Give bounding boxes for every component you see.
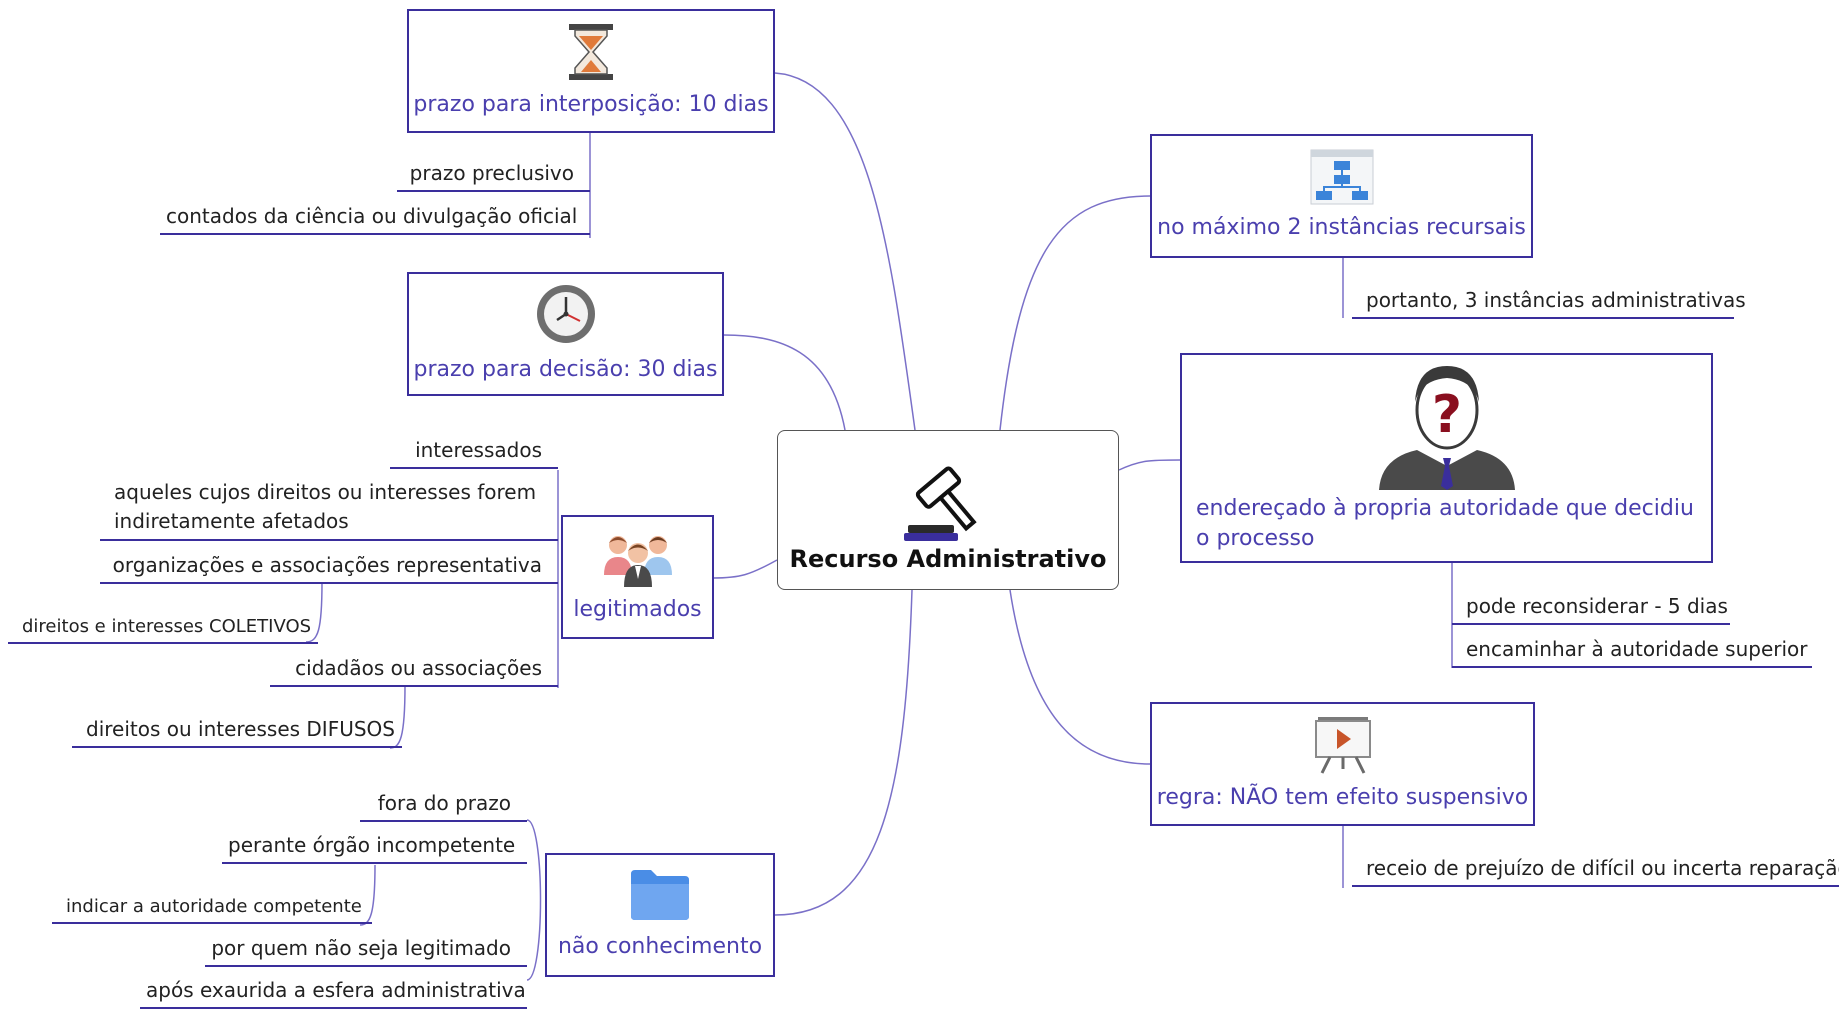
leaf-fora-prazo[interactable]: fora do prazo <box>360 790 527 822</box>
hourglass-icon <box>569 24 613 81</box>
org-chart-icon <box>1310 149 1373 205</box>
leaf-autoridade-superior[interactable]: encaminhar à autoridade superior <box>1452 636 1812 668</box>
topic-legitimados[interactable]: legitimados <box>561 515 714 639</box>
topic-nao-conhecimento[interactable]: não conhecimento <box>545 853 775 977</box>
topic-enderecado[interactable]: ? endereçado à propria autoridade que de… <box>1180 353 1713 563</box>
leaf-exaurida[interactable]: após exaurida a esfera administrativa <box>140 977 527 1009</box>
connector-competente <box>359 864 376 926</box>
leaf-contados-ciencia[interactable]: contados da ciência ou divulgação oficia… <box>160 203 590 235</box>
topic-label: não conhecimento <box>557 934 763 960</box>
leaf-prazo-preclusivo[interactable]: prazo preclusivo <box>397 160 590 192</box>
topic-regra[interactable]: regra: NÃO tem efeito suspensivo <box>1150 702 1535 826</box>
branch-prazo-interposicao <box>774 72 916 431</box>
leaf-cidadaos[interactable]: cidadãos ou associações <box>270 655 558 687</box>
topic-label: prazo para decisão: 30 dias <box>413 357 718 383</box>
central-title: Recurso Administrativo <box>789 545 1107 573</box>
leaf-coletivos[interactable]: direitos e interesses COLETIVOS <box>8 615 318 645</box>
leaf-autoridade-competente[interactable]: indicar a autoridade competente <box>52 895 372 925</box>
leaf-interessados[interactable]: interessados <box>390 437 558 469</box>
leaf-3-instancias[interactable]: portanto, 3 instâncias administrativas <box>1352 287 1746 319</box>
presentation-icon <box>1314 717 1371 774</box>
topic-prazo-decisao[interactable]: prazo para decisão: 30 dias <box>407 272 724 396</box>
branch-prazo-decisao <box>723 334 846 431</box>
folder-icon <box>631 870 689 921</box>
topic-label: no máximo 2 instâncias recursais <box>1157 215 1526 241</box>
leaf-receio-prejuizo[interactable]: receio de prejuízo de difícil ou incerta… <box>1352 855 1839 887</box>
leaf-indiretamente-afetados[interactable]: aqueles cujos direitos ou interesses for… <box>100 478 558 541</box>
people-icon <box>603 536 672 588</box>
connector-coletivos <box>305 581 323 643</box>
leaf-nao-legitimado[interactable]: por quem não seja legitimado <box>205 935 527 967</box>
branch-legitimados <box>712 559 778 579</box>
branch-enderecado <box>1118 459 1181 471</box>
leaf-difusos[interactable]: direitos ou interesses DIFUSOS <box>72 716 402 748</box>
topic-label: endereçado à propria autoridade que deci… <box>1196 496 1694 551</box>
branch-nao-conhecimento <box>774 589 913 916</box>
topic-label: prazo para interposição: 10 dias <box>413 92 769 118</box>
branch-regra <box>1009 589 1151 765</box>
topic-instancias[interactable]: no máximo 2 instâncias recursais <box>1150 134 1533 258</box>
clock-icon <box>536 285 595 344</box>
unknown-person-icon: ? <box>1378 366 1515 491</box>
svg-text:?: ? <box>1431 385 1461 445</box>
topic-prazo-interposicao[interactable]: prazo para interposição: 10 dias <box>407 9 775 133</box>
connector-nao-conhecimento-children <box>526 819 542 981</box>
branch-instancias <box>999 195 1151 431</box>
topic-label: regra: NÃO tem efeito suspensivo <box>1156 785 1529 811</box>
leaf-reconsiderar[interactable]: pode reconsiderar - 5 dias <box>1452 593 1730 625</box>
topic-label: legitimados <box>573 597 702 623</box>
central-topic[interactable]: Recurso Administrativo <box>777 430 1119 590</box>
gavel-icon <box>904 466 977 541</box>
leaf-organizacoes[interactable]: organizações e associações representativ… <box>100 552 558 584</box>
leaf-orgao-incompetente[interactable]: perante órgão incompetente <box>222 832 527 864</box>
